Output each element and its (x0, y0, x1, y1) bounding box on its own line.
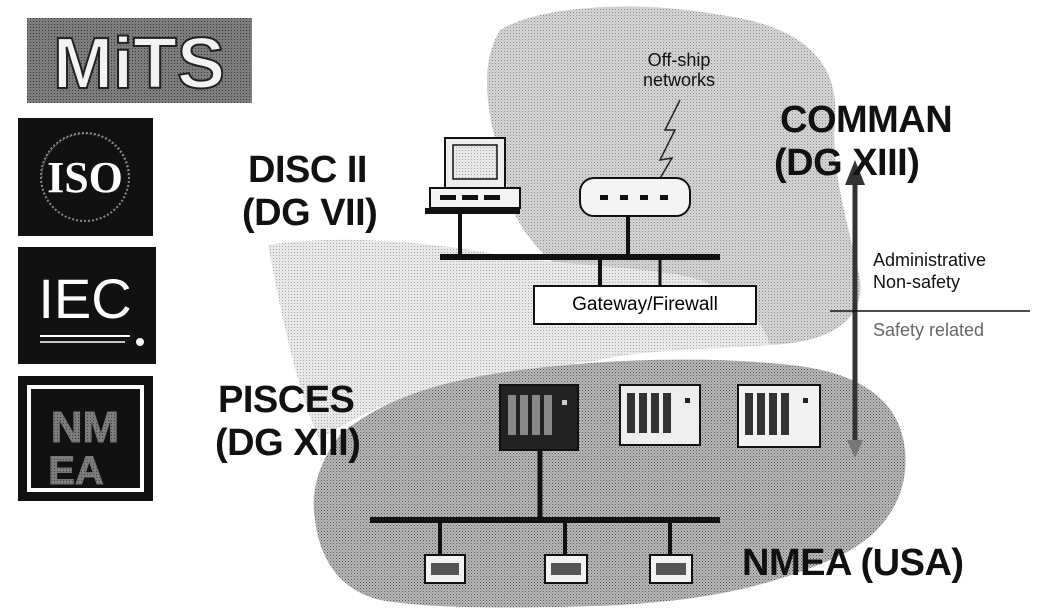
gateway-firewall-label: Gateway/Firewall (572, 294, 718, 316)
svg-text:IEC: IEC (38, 267, 131, 330)
nmea-logo: NM EA (18, 376, 153, 501)
iec-logo: IEC (18, 247, 156, 364)
disc-label-line1: DISC II (248, 150, 367, 190)
equipment-rack (620, 385, 700, 445)
offship-label-line1: Off-ship (634, 50, 724, 70)
administrative-label: Administrative (873, 250, 986, 270)
pisces-label-line1: PISCES (218, 380, 354, 420)
display-unit (650, 555, 692, 583)
gateway-firewall-box: Gateway/Firewall (533, 285, 757, 325)
safety-related-label: Safety related (873, 320, 984, 340)
comman-label-line2: (DG XIII) (774, 143, 919, 183)
iso-logo: ISO (18, 118, 153, 236)
workstation-icon (425, 138, 520, 214)
display-unit (545, 555, 587, 583)
svg-text:NM: NM (51, 403, 119, 452)
nmea-label: NMEA (USA) (742, 543, 964, 583)
svg-text:MiTS: MiTS (53, 24, 225, 104)
svg-text:ISO: ISO (47, 153, 123, 202)
mits-logo: MiTS (27, 18, 252, 104)
equipment-rack (738, 385, 820, 447)
disc-label-line2: (DG VII) (242, 193, 377, 233)
display-unit (425, 555, 465, 583)
non-safety-label: Non-safety (873, 272, 960, 292)
svg-text:EA: EA (48, 449, 104, 493)
router-icon (580, 178, 690, 216)
equipment-rack (500, 385, 578, 450)
pisces-label-line2: (DG XIII) (215, 423, 360, 463)
comman-label-line1: COMMAN (780, 100, 952, 140)
offship-label-line2: networks (634, 70, 724, 90)
